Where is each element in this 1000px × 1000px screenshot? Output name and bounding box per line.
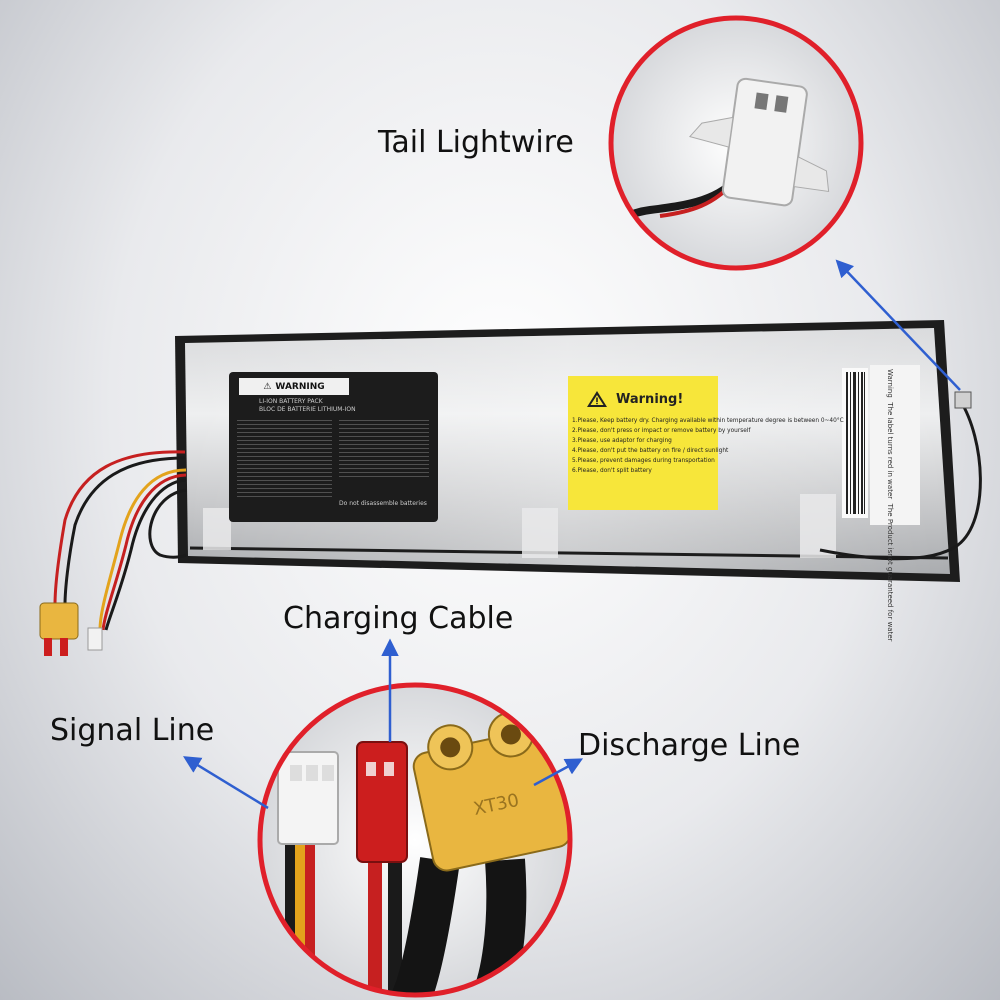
signal-line-label: Signal Line [50, 713, 215, 748]
callout-arrows [183, 259, 961, 810]
fine-print-right [339, 420, 429, 480]
warning-triangle-icon: ⚠ [263, 381, 272, 392]
water-warning-label: Warning The label turns red in water The… [870, 365, 920, 642]
barcode [842, 368, 868, 518]
arrow-signal-line [183, 756, 269, 810]
yellow-warning-title: Warning! [586, 390, 683, 408]
yellow-warning-label: Warning! 1.Please, Keep battery dry. Cha… [568, 376, 844, 510]
top-highlight-circle [608, 15, 864, 271]
warning-triangle-icon [587, 391, 607, 407]
arrow-tail-lightwire [835, 259, 961, 391]
charging-cable-label: Charging Cable [283, 601, 514, 636]
warning-item: 5.Please, prevent damages during transpo… [572, 458, 715, 464]
water-warning-title: Warning [886, 369, 894, 398]
tail-lightwire-closeup [608, 15, 864, 271]
small-xt30-connector [39, 602, 103, 656]
warning-items: 1.Please, Keep battery dry. Charging ava… [572, 416, 844, 476]
bottom-highlight-circle [257, 682, 573, 998]
warning-header: ⚠ WARNING [239, 378, 349, 395]
warning-item: 4.Please, don't put the battery on fire … [572, 448, 729, 454]
left-wires [53, 450, 187, 631]
tail-wire [819, 391, 982, 561]
water-warning-line2: The Product isnot guaranteed for water [886, 503, 894, 642]
warning-item: 6.Please, don't split battery [572, 468, 652, 474]
warning-item: 1.Please, Keep battery dry. Charging ava… [572, 418, 844, 424]
battery-warning-label: ⚠ WARNING LI-ION BATTERY PACK BLOC DE BA… [229, 372, 438, 522]
connectors-closeup: XT30 [257, 682, 573, 998]
warning-item: 3.Please, use adaptor for charging [572, 438, 672, 444]
arrow-discharge-line [533, 758, 584, 787]
pack-type-fr-text: BLOC DE BATTERIE LITHIUM-ION [259, 406, 356, 413]
discharge-line-label: Discharge Line [578, 728, 801, 763]
pack-type-text: LI-ION BATTERY PACK [259, 398, 323, 405]
water-warning-line1: The label turns red in water [886, 402, 894, 500]
fine-print-left [237, 420, 332, 500]
tail-lightwire-label: Tail Lightwire [378, 125, 574, 160]
warning-item: 2.Please, don't press or impact or remov… [572, 428, 751, 434]
disassemble-note: Do not disassemble batteries [339, 500, 427, 507]
